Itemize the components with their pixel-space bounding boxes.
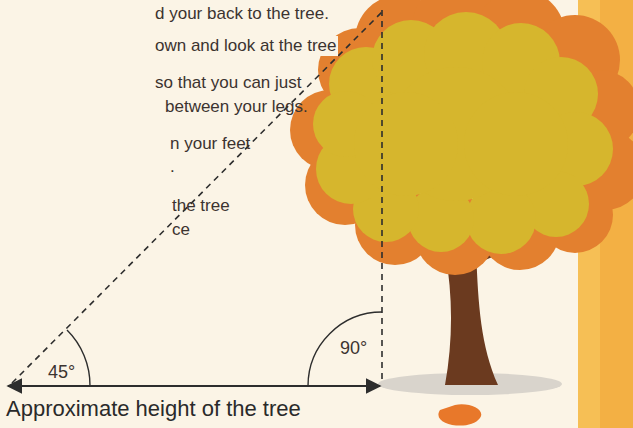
angle-label: 45° (46, 362, 77, 383)
measure-lines (8, 10, 382, 386)
leaf (438, 404, 481, 425)
instruction-text: n your feet (168, 134, 252, 154)
instruction-text: between your legs. (163, 97, 310, 117)
dimension-label: Approximate height of the tree (4, 396, 303, 421)
instruction-text: d your back to the tree. (153, 4, 331, 24)
instruction-text: . (168, 157, 177, 177)
tree-foliage (290, 0, 633, 275)
instruction-text: own and look at the tree (153, 36, 338, 56)
angle-label: 90° (338, 338, 369, 359)
instruction-text: so that you can just (153, 73, 303, 93)
instruction-text: ce (170, 220, 192, 240)
instruction-text: the tree (170, 196, 232, 216)
